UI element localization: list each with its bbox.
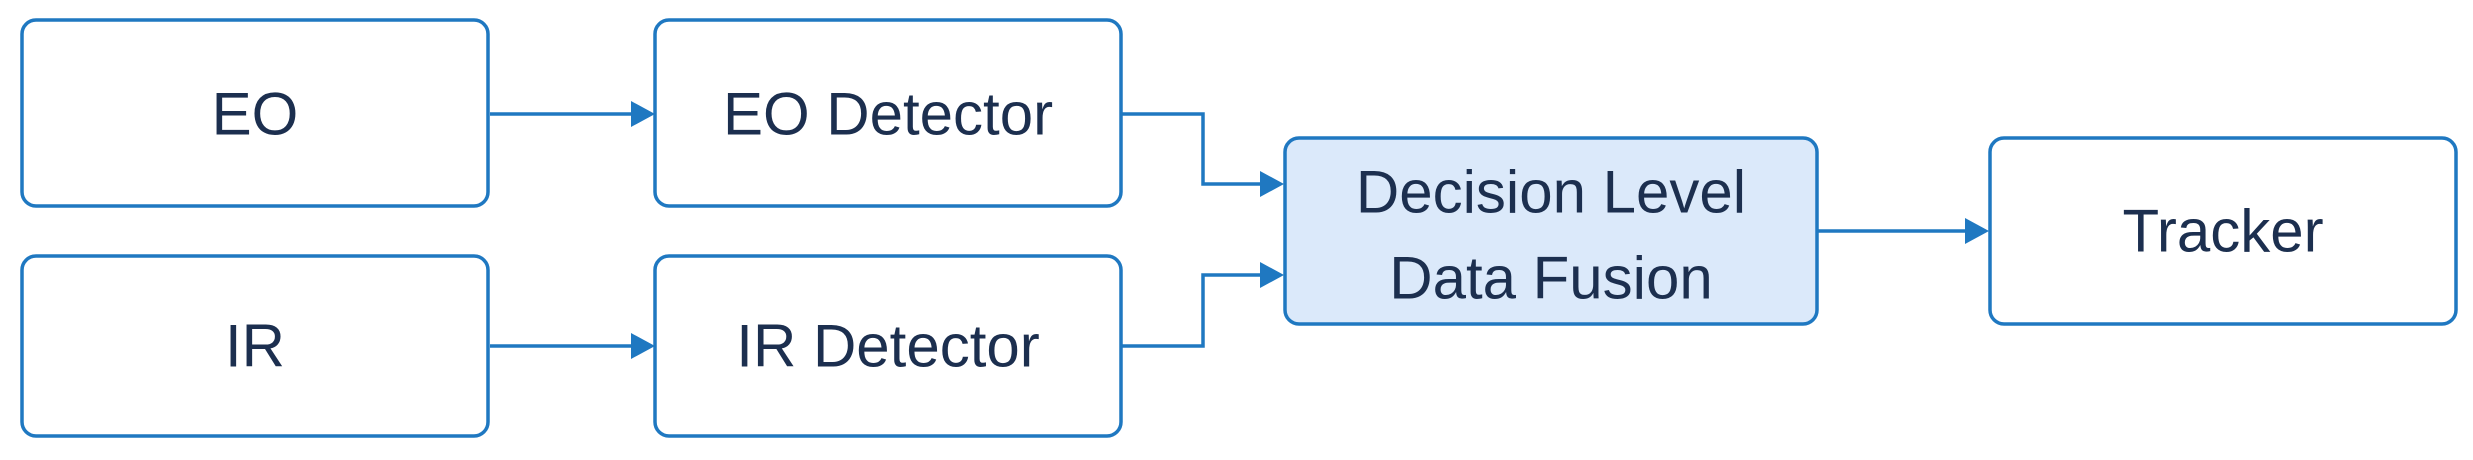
edge-ir-detector-to-fusion (1122, 273, 1262, 348)
node-ir-box (20, 254, 490, 438)
node-fusion-label-line2: Data Fusion (1389, 245, 1713, 312)
arrowhead-eo-detector (631, 101, 655, 127)
node-eo-box (20, 18, 490, 208)
node-fusion-box (1283, 136, 1819, 326)
node-eo-detector: EO Detector (653, 18, 1123, 208)
node-fusion-label-line1: Decision Level (1356, 159, 1746, 226)
node-eo: EO (20, 18, 490, 208)
connectors (490, 101, 1989, 359)
node-tracker-box (1988, 136, 2458, 326)
node-ir-detector-box (653, 254, 1123, 438)
node-tracker: Tracker (1988, 136, 2458, 326)
edge-eo-detector-to-fusion (1122, 112, 1262, 186)
node-eo-detector-box (653, 18, 1123, 208)
node-eo-detector-label: EO Detector (723, 81, 1053, 148)
node-decision-level-data-fusion: Decision Level Data Fusion (1283, 136, 1819, 326)
node-ir: IR (20, 254, 490, 438)
arrowhead-fusion-top (1260, 171, 1284, 197)
node-ir-detector-label: IR Detector (736, 313, 1039, 380)
node-tracker-label: Tracker (2122, 198, 2323, 265)
arrowhead-ir-detector (631, 333, 655, 359)
node-ir-detector: IR Detector (653, 254, 1123, 438)
arrowhead-tracker (1965, 218, 1989, 244)
node-ir-label: IR (225, 313, 285, 380)
arrowhead-fusion-bottom (1260, 262, 1284, 288)
node-eo-label: EO (212, 81, 299, 148)
